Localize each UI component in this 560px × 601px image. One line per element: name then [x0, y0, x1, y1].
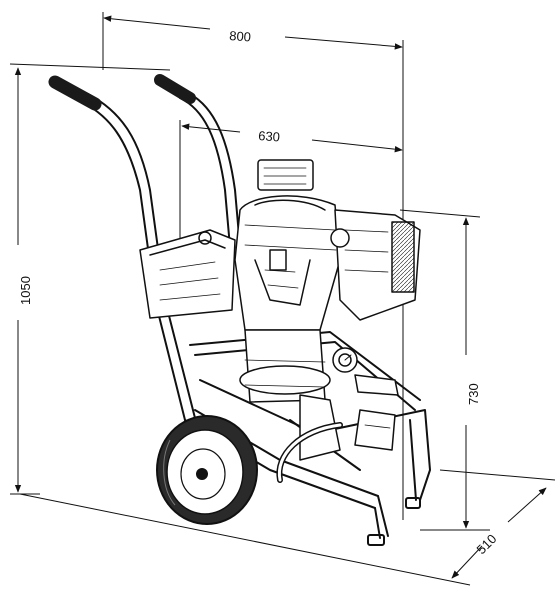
dimension-label-510: 510 [474, 531, 500, 557]
left-handle-grip [48, 75, 102, 111]
dimension-label-800: 800 [229, 28, 252, 44]
wheel-hub-icon [196, 468, 208, 480]
wheel [156, 415, 258, 525]
dimension-1050: 1050 [9, 63, 171, 495]
dimension-label-730: 730 [466, 383, 481, 405]
engine [139, 159, 421, 331]
dimension-label-1050: 1050 [18, 276, 33, 305]
right-handle-grip [154, 74, 196, 104]
dimension-label-630: 630 [258, 128, 281, 144]
dimension-630: 630 [179, 120, 403, 250]
dimension-730: 730 [399, 209, 490, 531]
hose [276, 422, 343, 483]
dimension-510: 510 [19, 469, 556, 586]
pump-assembly [239, 329, 399, 461]
dimension-800: 800 [102, 12, 404, 520]
